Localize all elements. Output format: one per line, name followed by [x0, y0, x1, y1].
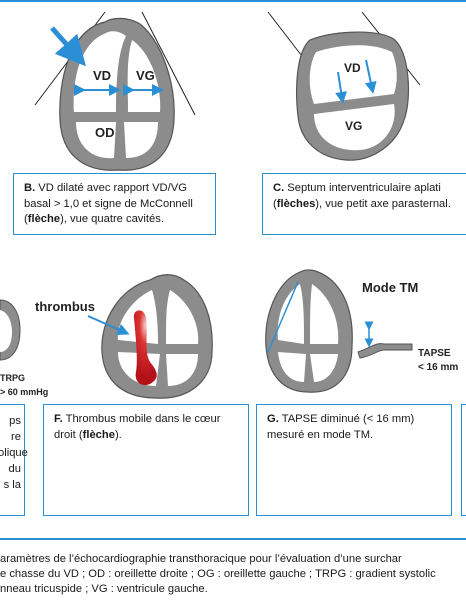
- label-trpg-2: > 60 mmHg: [0, 387, 48, 397]
- label-trpg-1: TRPG: [0, 373, 25, 383]
- caption-b-letter: B.: [24, 182, 36, 194]
- figure-caption-line3: nneau tricuspide ; VG : ventricule gauch…: [0, 583, 208, 595]
- top-rule: [0, 0, 466, 2]
- caption-box-e: ps re olique du s la: [0, 404, 28, 516]
- caption-e-line2: re: [11, 431, 21, 443]
- panel-e-heart: TRPG > 60 mmHg: [0, 299, 48, 397]
- caption-f-bold: flèche: [82, 428, 115, 441]
- caption-box-c: C. Septum interventriculaire aplati (flè…: [262, 173, 466, 235]
- panel-g-heart: Mode TM TAPSE < 16 mm: [265, 269, 458, 393]
- caption-b-text2: ), vue quatre cavités.: [60, 213, 164, 225]
- label-od-b: OD: [95, 125, 115, 140]
- caption-e-line4: du: [8, 463, 21, 475]
- label-tapse-2: < 16 mm: [418, 362, 458, 373]
- caption-box-f: F. Thrombus mobile dans le cœur droit (f…: [43, 404, 249, 516]
- caption-g-text1: TAPSE diminué (< 16 mm) mesuré en mode T…: [267, 413, 415, 441]
- caption-rule: [0, 538, 466, 540]
- caption-box-h-edge: [461, 404, 466, 516]
- caption-f-letter: F.: [54, 413, 63, 425]
- label-mode-tm: Mode TM: [362, 280, 418, 295]
- caption-f-text1: Thrombus mobile dans le cœur droit (: [54, 413, 221, 441]
- figure-caption-line1: aramètres de l’échocardiographie transth…: [0, 553, 402, 565]
- caption-box-g: G. TAPSE diminué (< 16 mm) mesuré en mod…: [256, 404, 452, 516]
- caption-b-text1: VD dilaté avec rapport VD/VG basal > 1,0…: [24, 182, 193, 225]
- panel-c-heart: VD VG: [267, 11, 421, 161]
- label-thrombus: thrombus: [35, 299, 95, 314]
- caption-b-bold: flèche: [27, 213, 61, 225]
- caption-c-bold: flèches: [276, 197, 316, 210]
- label-vd-c: VD: [344, 61, 361, 75]
- panel-b-heart: VD VG OD: [34, 11, 196, 171]
- caption-e-line1: ps: [9, 415, 21, 427]
- caption-box-b: B. VD dilaté avec rapport VD/VG basal > …: [13, 173, 216, 235]
- label-vg-c: VG: [345, 119, 362, 133]
- caption-c-text2: ), vue petit axe parasternal.: [315, 197, 451, 210]
- caption-f-text2: ).: [114, 428, 122, 441]
- caption-e-line3: olique: [0, 447, 28, 459]
- figure-caption-line2: e chasse du VD ; OD : oreillette droite …: [0, 568, 436, 580]
- caption-c-text1: Septum interventriculaire aplati (: [273, 182, 441, 210]
- caption-g-letter: G.: [267, 413, 279, 425]
- panel-f-heart: thrombus: [35, 274, 213, 399]
- label-tapse-1: TAPSE: [418, 348, 451, 359]
- caption-e-line5: s la: [3, 479, 21, 491]
- label-vd-b: VD: [93, 68, 111, 83]
- caption-c-letter: C.: [273, 182, 285, 194]
- label-vg-b: VG: [136, 68, 155, 83]
